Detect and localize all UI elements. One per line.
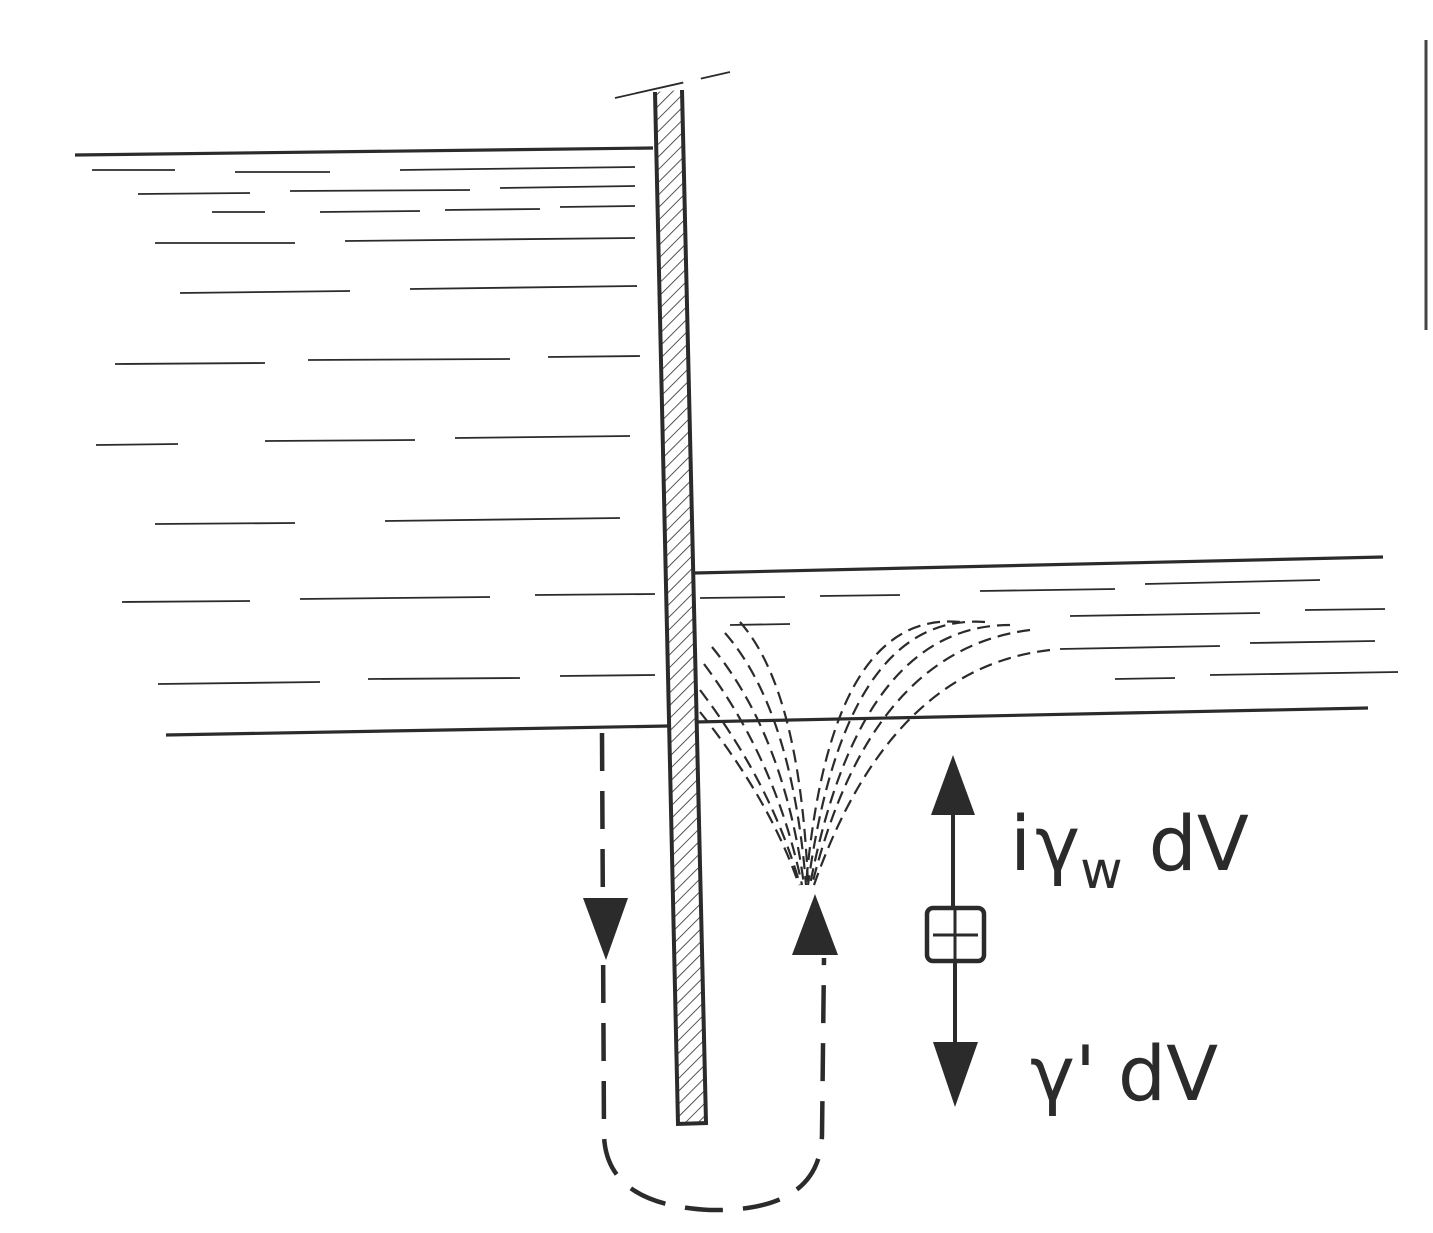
label-gamma: γ <box>1035 799 1080 888</box>
upstream-water-surface <box>74 146 654 157</box>
upstream-water <box>74 146 669 737</box>
svg-text:γ'dV: γ'dV <box>1030 1029 1218 1118</box>
downstream-water-surface <box>694 555 1384 575</box>
label-gamma-prime: γ' <box>1030 1029 1096 1118</box>
downstream-ground-surface <box>694 706 1369 724</box>
upstream-water-dashes <box>92 166 656 685</box>
buoyant-weight-arrow <box>933 1042 978 1107</box>
sheet-pile-hatching <box>655 90 706 1124</box>
downstream-water <box>694 555 1399 724</box>
label-subscript-w: w <box>1080 841 1123 901</box>
downstream-water-dashes <box>699 579 1399 680</box>
label-dv: dV <box>1149 799 1249 888</box>
upstream-ground-surface <box>165 724 669 737</box>
flow-path <box>599 732 827 1213</box>
sheet-pile-wall <box>614 71 731 1126</box>
seepage-force-arrow <box>931 755 975 815</box>
soil-element-forces <box>924 755 987 1107</box>
label-i: i <box>1010 799 1031 888</box>
buoyant-weight-label: γ'dV <box>1030 1029 1218 1118</box>
flow-arrow-up <box>792 894 838 955</box>
label-dv-2: dV <box>1118 1029 1218 1118</box>
sheet-pile-top-mark <box>614 71 731 99</box>
flow-arrow-down <box>583 898 628 960</box>
seepage-flow-fan <box>699 620 1051 886</box>
